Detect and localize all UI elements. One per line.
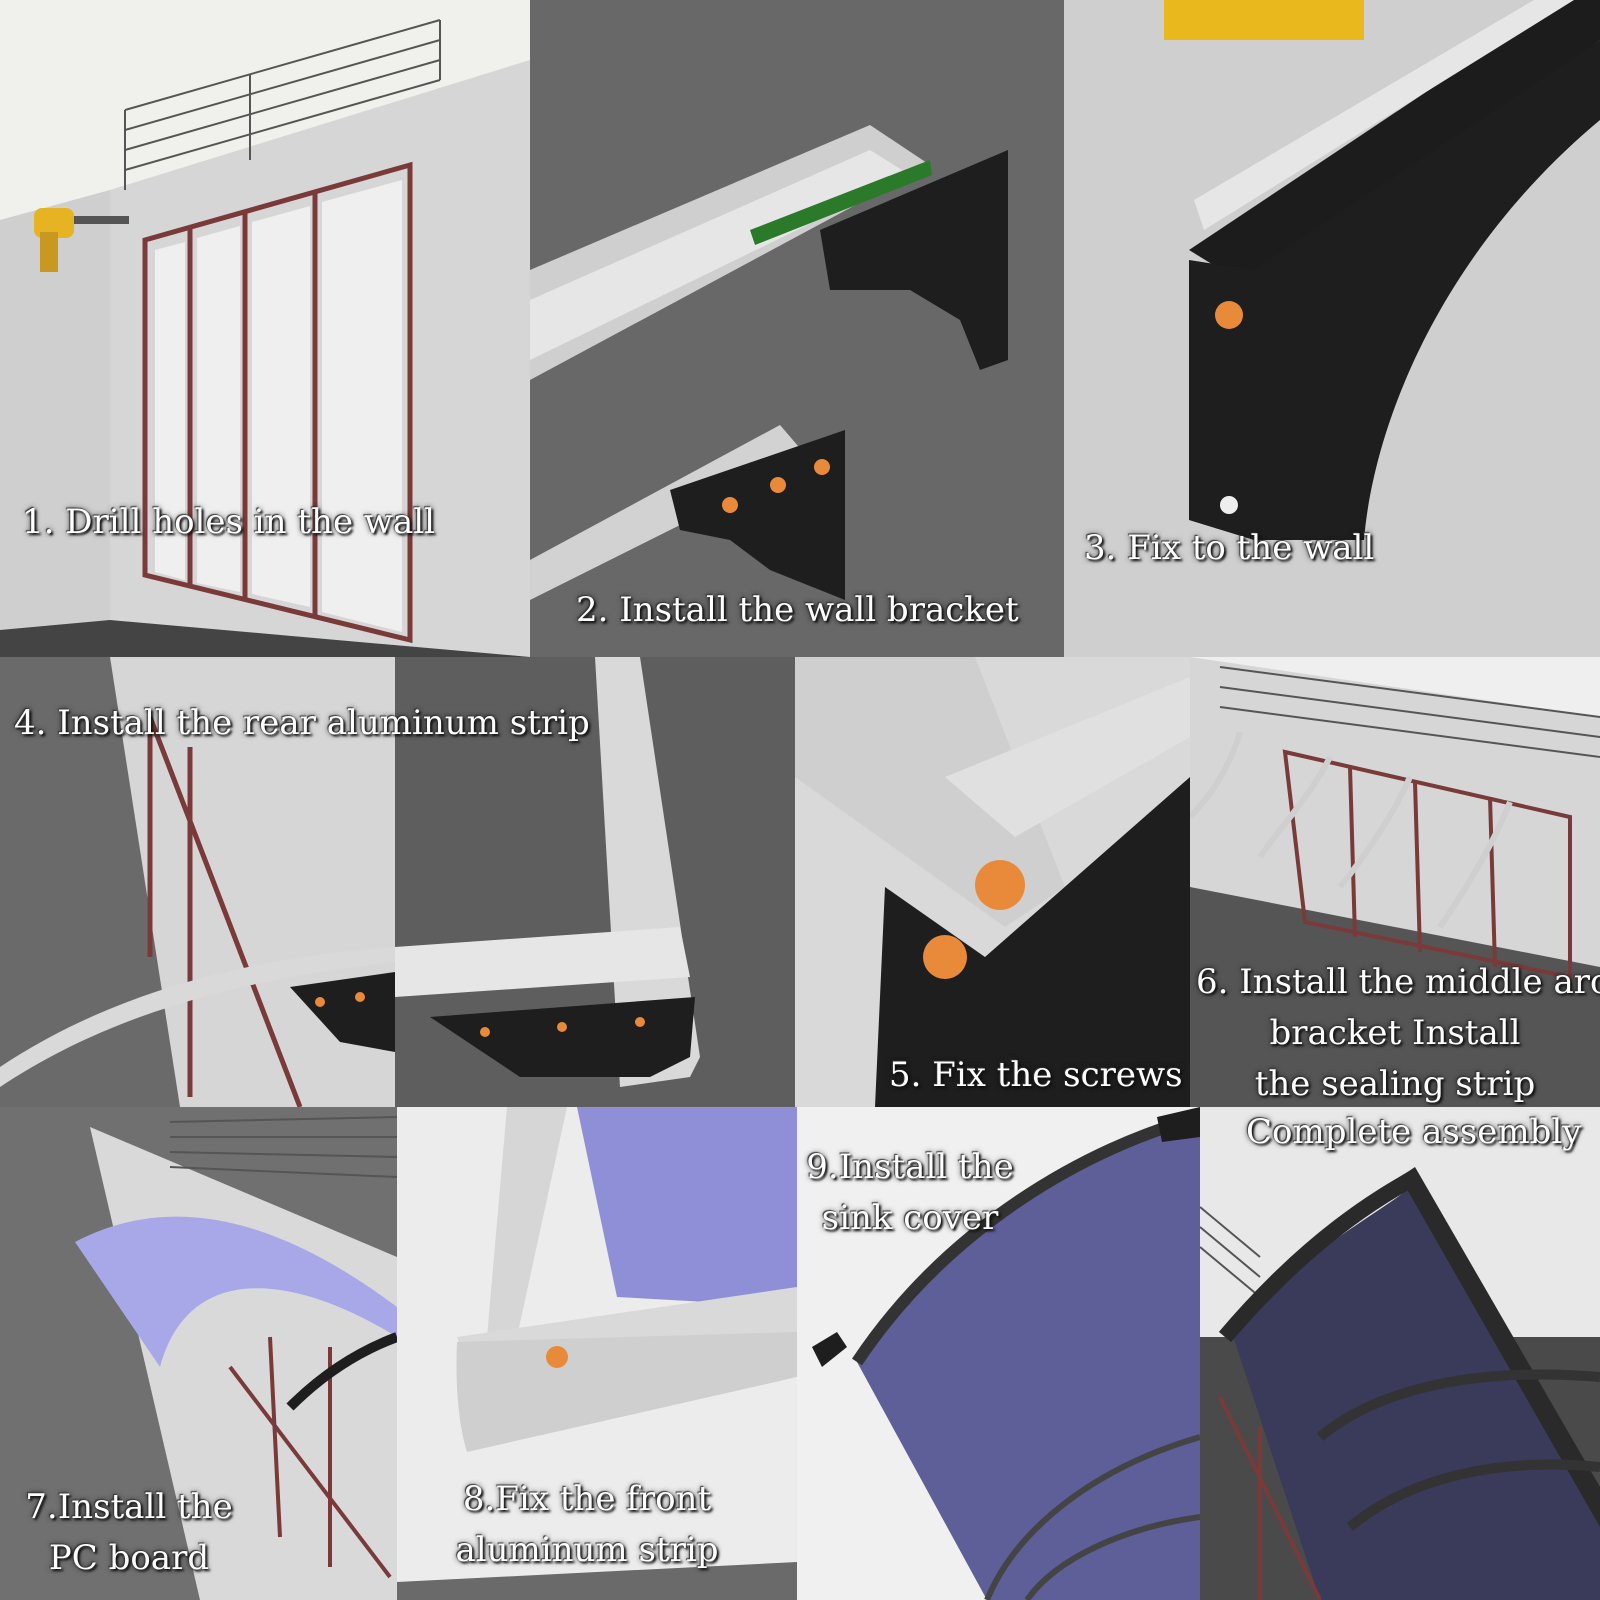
- pc-board: [857, 1117, 1200, 1600]
- bracket: [875, 777, 1190, 1107]
- step-9-line-1: 9.Install the: [806, 1147, 1014, 1187]
- step-10-panel: Complete assembly: [1200, 1107, 1600, 1600]
- step-2-panel: 2. Install the wall bracket: [530, 0, 1064, 657]
- front-strip-illustration: [397, 1107, 797, 1600]
- step-5-caption: 5. Fix the screws: [889, 1055, 1183, 1095]
- step-6-panel: 6. Install the middle arc bracket Instal…: [1190, 657, 1600, 1107]
- bracket-lower: [670, 430, 845, 600]
- screw-icon: [1215, 301, 1243, 329]
- step-6-line-3: the sealing strip: [1254, 1064, 1536, 1104]
- step-4-caption: 4. Install the rear aluminum strip: [14, 703, 590, 743]
- bracket: [1189, 260, 1254, 540]
- step-8-panel: 8.Fix the front aluminum strip: [397, 1107, 797, 1600]
- pc-board: [577, 1107, 797, 1307]
- rear-strip-illustration: [0, 657, 795, 1107]
- sink-cover-illustration: [812, 1107, 1200, 1600]
- step-1-caption: 1. Drill holes in the wall: [22, 502, 435, 542]
- step-9-caption: 9.Install the sink cover: [805, 1142, 1015, 1244]
- step-7-line-2: PC board: [48, 1538, 210, 1578]
- step-8-line-1: 8.Fix the front: [462, 1479, 712, 1519]
- drill-holes-illustration: [0, 19, 530, 657]
- step-6-caption: 6. Install the middle arc bracket Instal…: [1196, 957, 1600, 1107]
- step-10-caption: Complete assembly: [1246, 1112, 1582, 1152]
- pc-board-illustration: [75, 1116, 397, 1600]
- complete-assembly-illustration: [1200, 1167, 1600, 1600]
- step-7-panel: 7.Install the PC board: [0, 1107, 397, 1600]
- fix-wall-illustration: [1164, 0, 1600, 540]
- step-6-line-2: bracket Install: [1269, 1013, 1521, 1053]
- step-6-line-1: 6. Install the middle arc: [1196, 962, 1600, 1002]
- step-7-line-1: 7.Install the: [25, 1487, 233, 1527]
- fix-screws-illustration: [795, 657, 1190, 1107]
- middle-arc-illustration: [1190, 657, 1600, 1107]
- step-5-panel: 5. Fix the screws: [795, 657, 1190, 1107]
- bracket-upper: [820, 150, 1008, 370]
- step-1-panel: 1. Drill holes in the wall: [0, 0, 530, 657]
- step-4-panel: 4. Install the rear aluminum strip: [0, 657, 795, 1107]
- pc-board: [75, 1216, 397, 1367]
- screw-icon: [975, 860, 1025, 910]
- drill-icon: [34, 208, 74, 238]
- step-3-panel: 3. Fix to the wall: [1064, 0, 1600, 657]
- step-2-caption: 2. Install the wall bracket: [576, 590, 1019, 630]
- step-8-caption: 8.Fix the front aluminum strip: [417, 1474, 757, 1576]
- step-9-panel: 9.Install the sink cover: [797, 1107, 1200, 1600]
- wall-bracket-illustration: [530, 125, 1008, 600]
- screw-icon: [546, 1346, 568, 1368]
- step-3-caption: 3. Fix to the wall: [1084, 528, 1375, 568]
- step-9-line-2: sink cover: [821, 1198, 999, 1238]
- step-8-line-2: aluminum strip: [455, 1530, 719, 1570]
- step-7-caption: 7.Install the PC board: [14, 1482, 244, 1584]
